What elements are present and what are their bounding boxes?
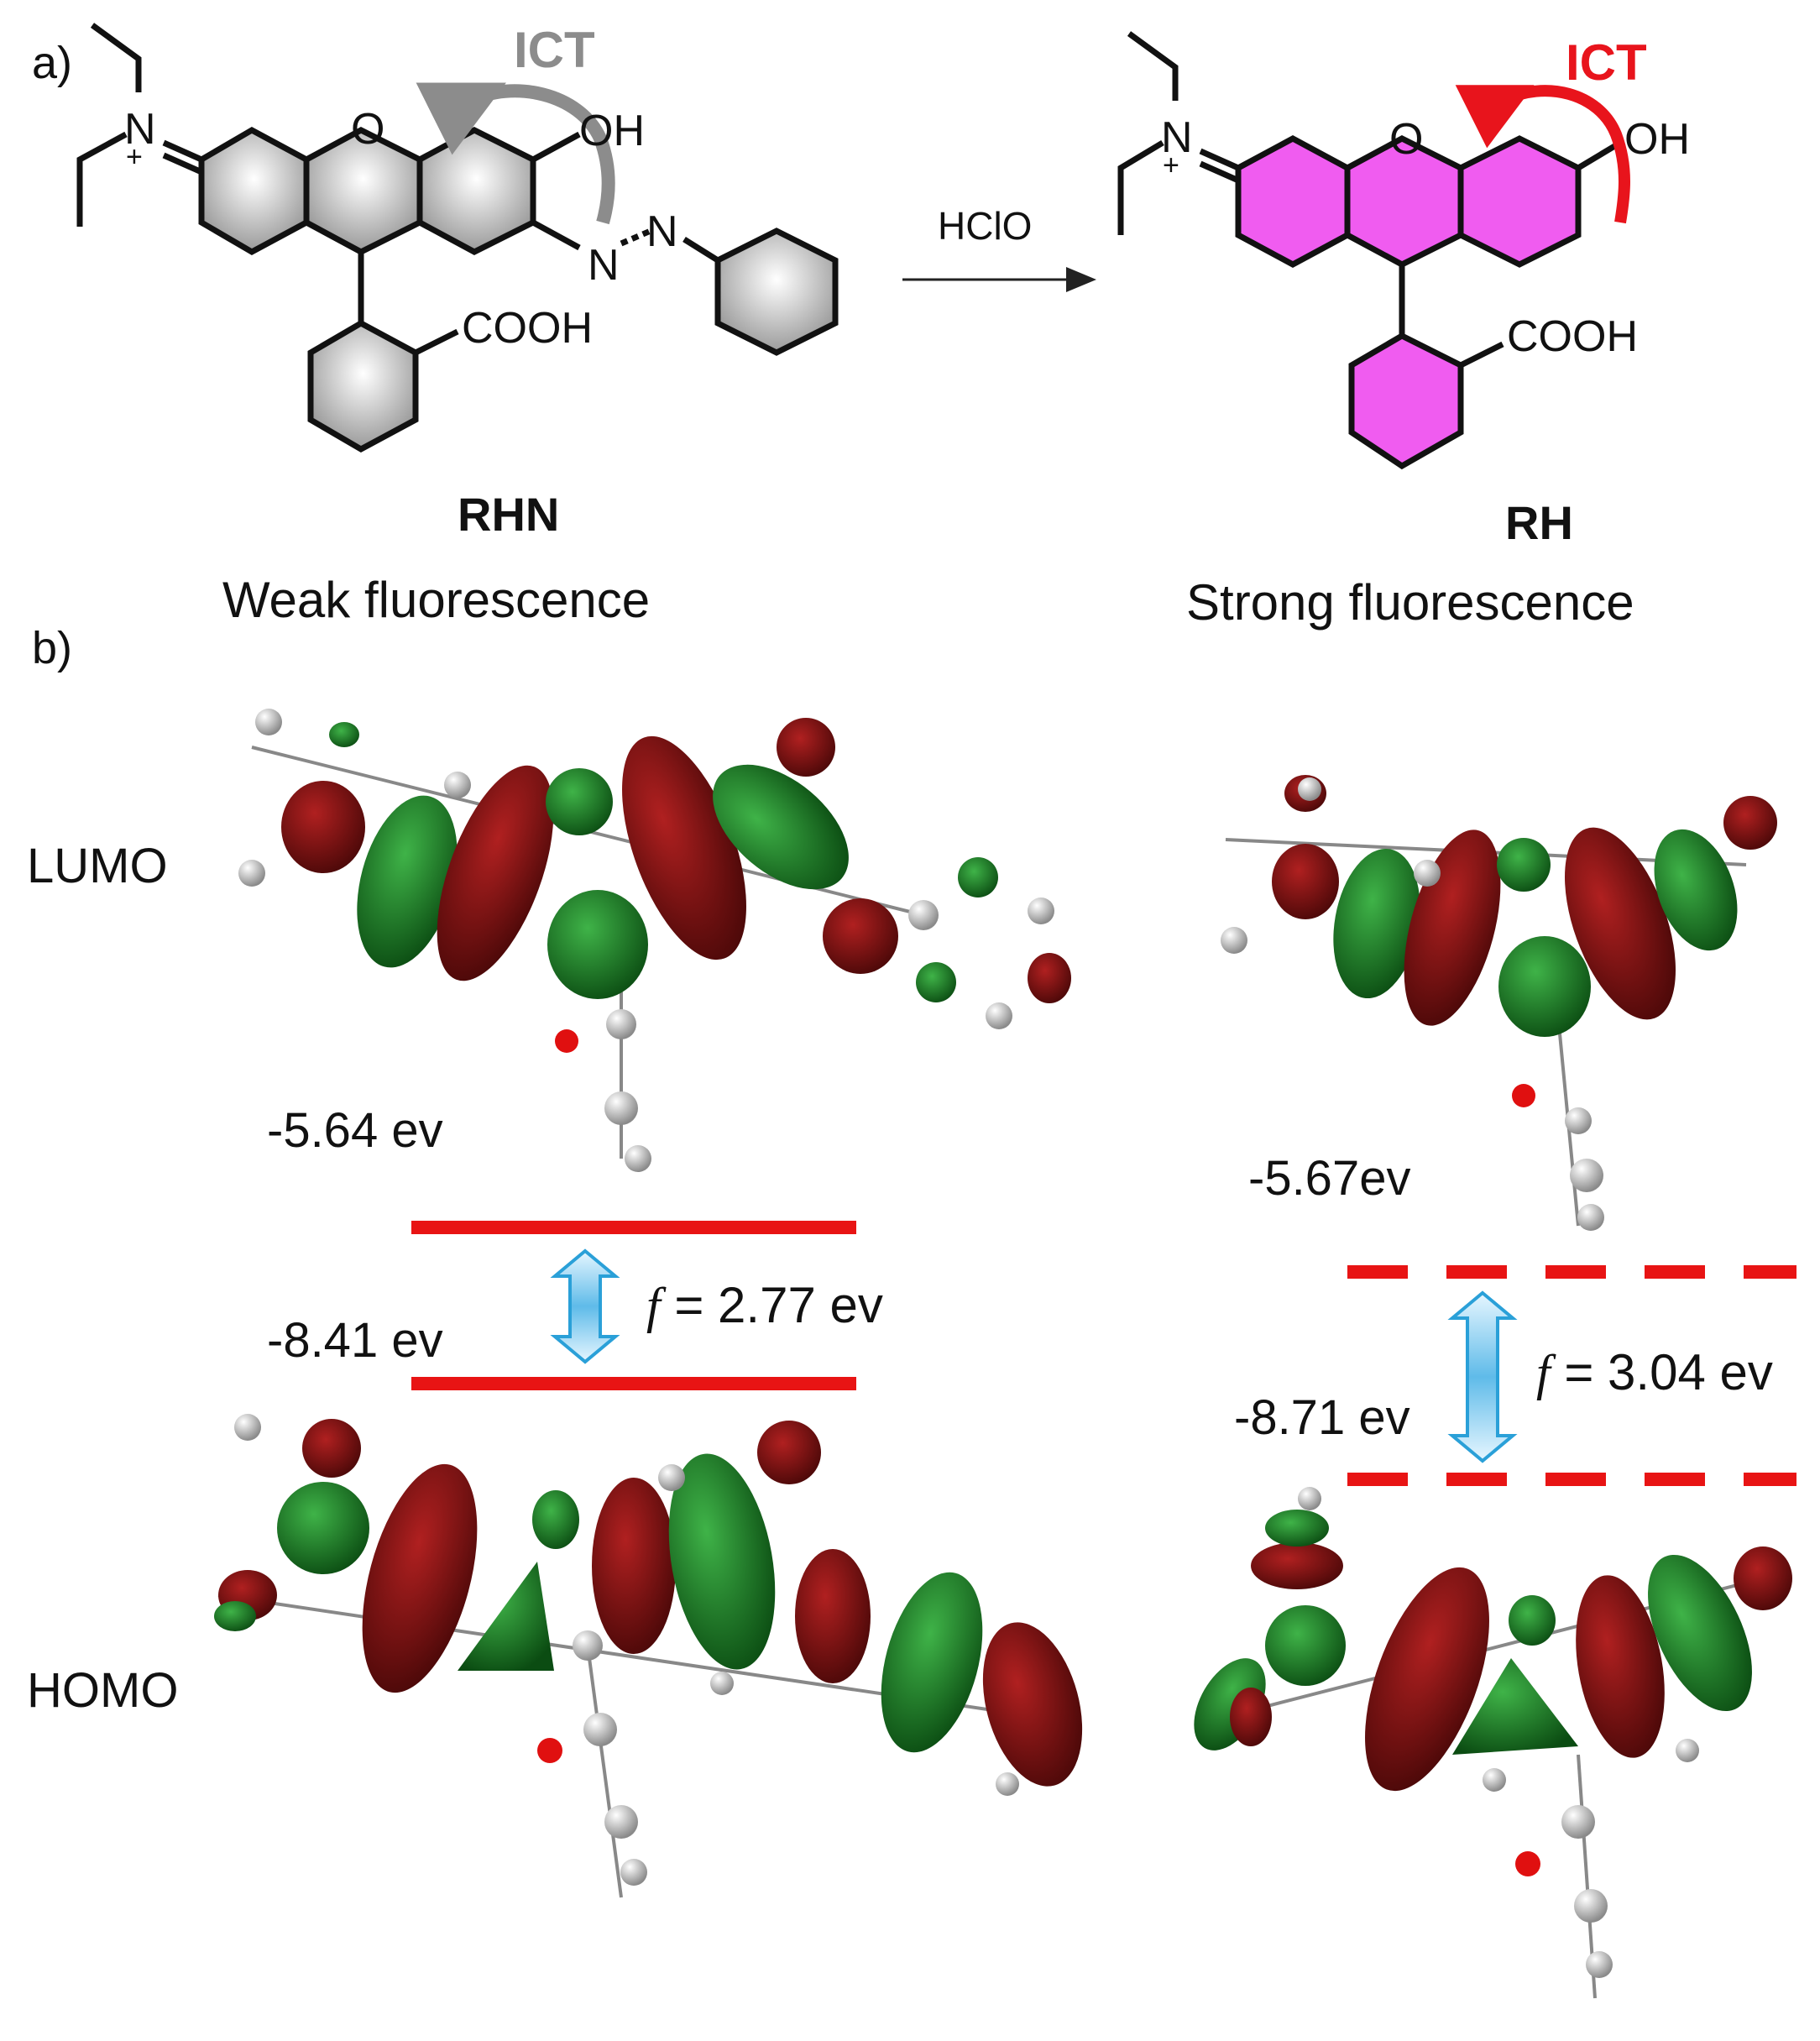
- rh-homo-orbital: [1194, 1487, 1792, 1999]
- rh-acid-label: COOH: [1507, 312, 1638, 361]
- rh-fluorescence-label: Strong fluorescence: [1186, 574, 1634, 631]
- ethyl-group-top: [1127, 31, 1179, 101]
- rhn-compound-name: RHN: [458, 488, 560, 541]
- rh-lumo-orbital: [1221, 775, 1777, 1231]
- ethyl-group-top: [90, 23, 142, 92]
- rhn-nitrogen-label: N: [124, 105, 156, 154]
- rhn-azo-n1-label: N: [588, 241, 620, 290]
- rhn-gap-arrow: [550, 1248, 620, 1364]
- rh-gap-value: = 3.04 ev: [1550, 1344, 1773, 1400]
- rh-ict-arrow: [1455, 85, 1630, 224]
- rhn-gap-value: = 2.77 ev: [660, 1277, 883, 1333]
- ethyl-group-bottom: [76, 131, 128, 227]
- rhn-homo-orbital: [214, 1414, 1083, 1898]
- rhn-f-symbol: f: [646, 1278, 661, 1333]
- rh-hydroxyl-label: OH: [1624, 115, 1690, 164]
- rhn-benzoic-ring: [307, 319, 419, 453]
- rh-ict-label: ICT: [1566, 34, 1647, 91]
- rhn-homo-energy: -8.41 ev: [267, 1313, 443, 1368]
- ethyl-group-bottom: [1117, 139, 1164, 235]
- rhn-azo-n2-label: N: [646, 207, 678, 256]
- rhn-ict-label: ICT: [514, 22, 595, 78]
- homo-label: HOMO: [27, 1663, 179, 1718]
- rh-plus-label: +: [1163, 149, 1179, 181]
- rh-energy-gap: f = 3.04 ev: [1536, 1345, 1773, 1400]
- rhn-oxygen-label: O: [351, 105, 385, 154]
- rh-lumo-energy: -5.67ev: [1248, 1151, 1411, 1206]
- rhn-acid-label: COOH: [462, 304, 593, 353]
- rhn-azo-phenyl: [714, 228, 839, 356]
- rhn-energy-gap: f = 2.77 ev: [646, 1277, 883, 1333]
- panel-label-a: a): [32, 38, 73, 88]
- reaction-reagent: HClO: [938, 204, 1033, 248]
- rhn-lumo-energy: -5.64 ev: [267, 1103, 443, 1158]
- panel-label-b: b): [32, 623, 73, 673]
- rhn-ict-arrow: [416, 82, 615, 225]
- rh-compound-name: RH: [1505, 496, 1573, 549]
- rh-oxygen-label: O: [1389, 115, 1424, 164]
- rhn-fluorescence-label: Weak fluorescence: [222, 572, 651, 628]
- rhn-lumo-orbital: [238, 709, 1071, 1172]
- rh-nitrogen-label: N: [1161, 113, 1193, 162]
- lumo-label: LUMO: [27, 839, 168, 893]
- rh-benzoic-ring: [1348, 332, 1464, 470]
- rh-homo-energy: -8.71 ev: [1234, 1390, 1410, 1445]
- rh-f-symbol: f: [1536, 1345, 1551, 1400]
- rhn-plus-label: +: [126, 141, 143, 173]
- rhn-hydroxyl-label: OH: [579, 107, 645, 155]
- rh-structure: [1117, 31, 1622, 470]
- rh-gap-arrow: [1447, 1290, 1518, 1463]
